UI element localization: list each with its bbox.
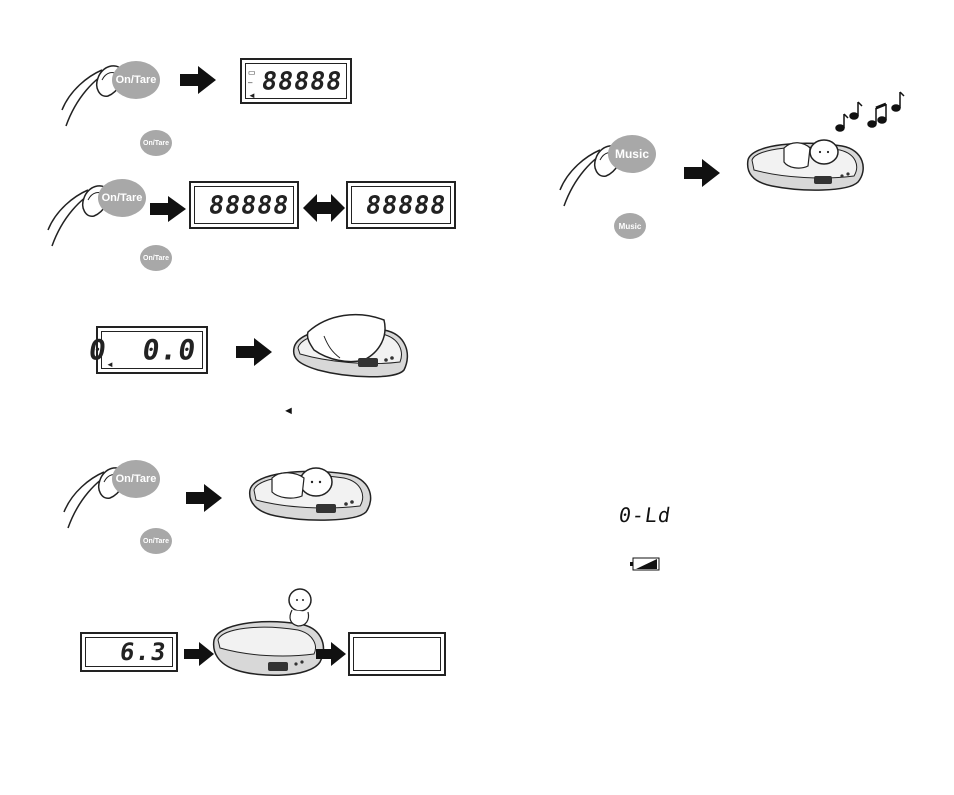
overload-code: 0-Ld — [617, 503, 673, 527]
battery-low-icon — [630, 557, 660, 571]
arrow-right-icon — [150, 196, 186, 222]
music-notes-icon — [834, 88, 906, 134]
display-blink-a: 88888 — [189, 181, 299, 229]
arrow-right-icon — [236, 338, 272, 366]
battery-indicator: ▭ — [248, 68, 256, 77]
music-button-small[interactable]: Music — [614, 213, 646, 239]
arrow-right-icon — [186, 484, 222, 512]
tare-indicator: ◄ — [248, 91, 256, 100]
arrow-right-icon — [316, 642, 346, 666]
on-tare-button[interactable]: On/Tare — [112, 61, 160, 99]
arrow-right-icon — [180, 66, 216, 94]
display-zero: ◄ 0 0.0 — [96, 326, 208, 374]
zero-value-a: 0 — [87, 334, 109, 367]
display-weight: 6.3 — [80, 632, 178, 672]
scale-with-baby-icon — [246, 460, 376, 524]
scale-with-blanket-icon — [288, 306, 412, 380]
on-tare-button[interactable]: On/Tare — [98, 179, 146, 217]
minus-indicator: – — [248, 78, 252, 87]
on-tare-button[interactable]: On/Tare — [112, 460, 160, 498]
weight-value: 6.3 — [118, 638, 168, 666]
tare-arrow-note: ◄ — [283, 405, 294, 417]
arrow-right-icon — [684, 159, 720, 187]
zero-value-b: 0.0 — [140, 334, 198, 367]
double-arrow-icon — [303, 194, 345, 222]
on-tare-button-small[interactable]: On/Tare — [140, 130, 172, 156]
on-tare-button-small[interactable]: On/Tare — [140, 245, 172, 271]
music-button[interactable]: Music — [608, 135, 656, 173]
scale-with-baby-music-icon — [744, 134, 868, 194]
on-tare-button-small[interactable]: On/Tare — [140, 528, 172, 554]
display-all-segments: ▭ – ◄ 88888 — [240, 58, 352, 104]
scale-with-standing-baby-icon — [210, 584, 328, 684]
display-blink-b: 88888 — [346, 181, 456, 229]
display-blank — [348, 632, 446, 676]
